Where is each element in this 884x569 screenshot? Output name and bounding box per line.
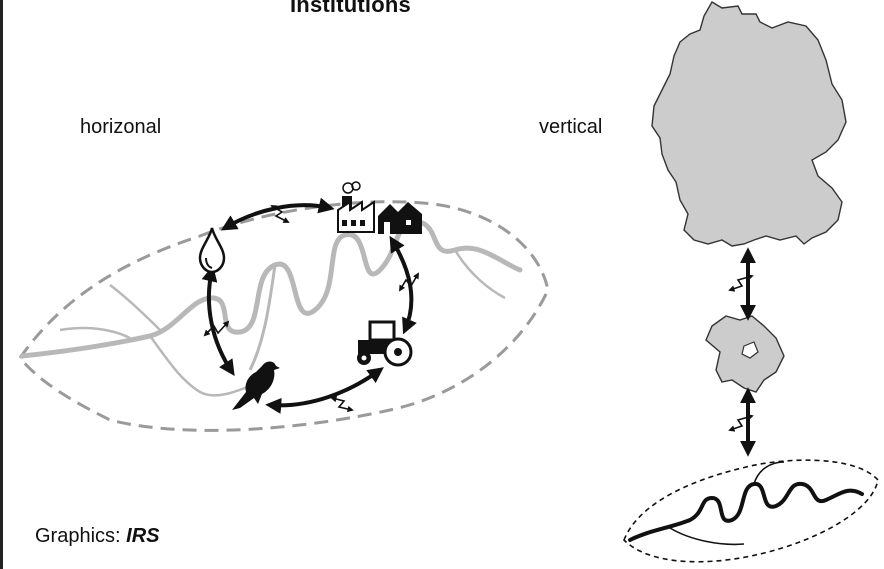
river-tributary-2 [248, 264, 277, 371]
zigzag-conflict-icon [728, 274, 754, 292]
zigzag-conflict-icon [203, 320, 230, 337]
zigzag-conflict-icon [728, 414, 754, 432]
river-tributary-3 [109, 284, 161, 331]
zigzag-conflict-icon [270, 205, 290, 223]
arrow-bird-drop [201, 265, 235, 376]
river-tributary-1 [148, 335, 251, 397]
horizontal-river-basin [18, 200, 550, 432]
tractor-icon [357, 320, 413, 367]
left-border [0, 0, 3, 569]
zigzag-conflict-icon [399, 272, 419, 292]
arrow-tractor-bird [265, 367, 384, 414]
factory-icon [337, 181, 375, 233]
zigzag-conflict-icons [203, 205, 419, 413]
small-basin-boundary [623, 459, 879, 563]
water-drop-icon [198, 227, 226, 274]
berlin-map [741, 341, 759, 359]
diagram-title: Institutions [290, 0, 411, 17]
river-tributary-5 [59, 326, 131, 340]
zigzag-conflict-icon [330, 395, 354, 413]
houses-icon [378, 202, 422, 234]
small-river-tributary [753, 461, 785, 485]
basin-boundary [18, 200, 550, 432]
brandenburg-map [705, 315, 785, 393]
horizontal-interaction-arrows [201, 197, 417, 414]
horizontal-label: horizonal [80, 116, 162, 138]
vertical-label: vertical [539, 116, 603, 138]
arrow-factory-tractor [389, 235, 417, 335]
graphics-credit: Graphics: IRS [35, 525, 160, 548]
river-tributary-4 [453, 249, 506, 300]
credit-source: IRS [126, 525, 160, 547]
credit-prefix: Graphics: [35, 525, 127, 547]
river-basin-map [623, 459, 879, 563]
bird-icon [232, 361, 280, 410]
vertical-zigzag-icons [728, 274, 754, 432]
germany-map [651, 1, 847, 247]
small-river-main [628, 481, 864, 542]
small-river-tributary [669, 527, 745, 546]
